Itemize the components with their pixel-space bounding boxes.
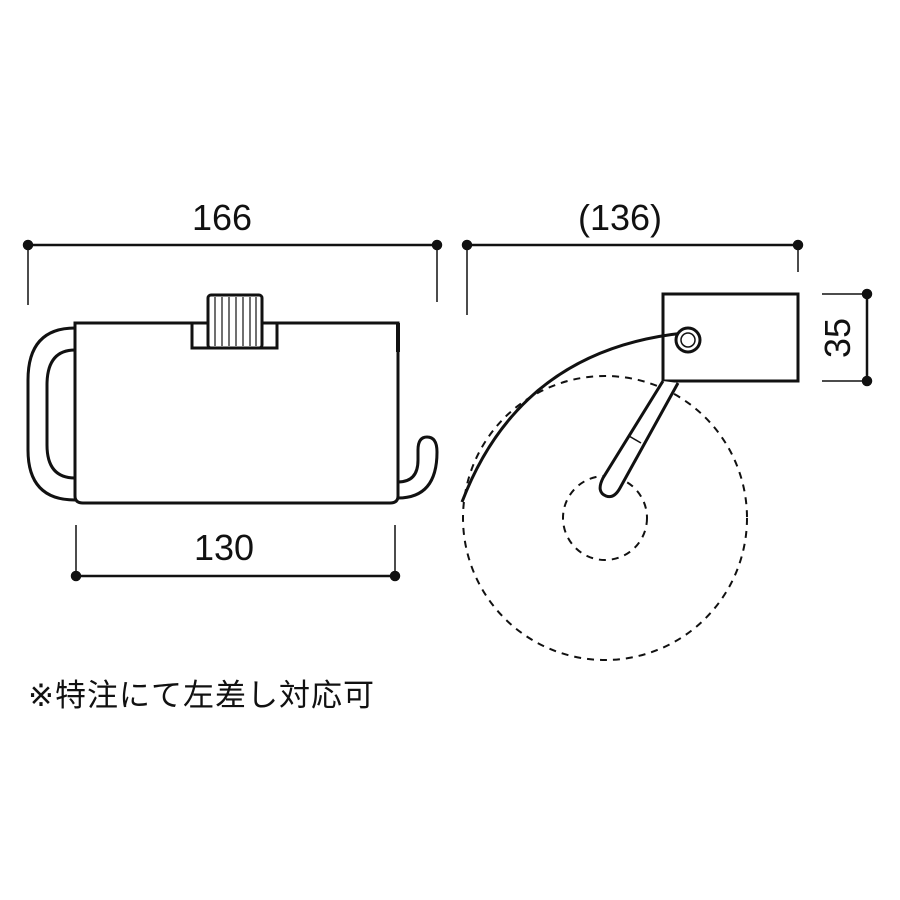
dimension-166 — [22, 239, 443, 305]
dimension-35 — [822, 288, 873, 387]
dimension-label-166: 166 — [192, 197, 253, 238]
dimension-label-35: 35 — [817, 317, 859, 359]
dimension-136 — [461, 239, 804, 315]
dimension-label-130: 130 — [194, 527, 255, 568]
left-mount-note: ※特注にて左差し対応可 — [28, 678, 375, 714]
dimension-130 — [70, 525, 401, 582]
paper-roll-outline — [462, 375, 748, 661]
dimension-label-136: (136) — [578, 197, 663, 238]
side-view-holder — [460, 292, 800, 661]
front-view-holder — [26, 293, 439, 505]
